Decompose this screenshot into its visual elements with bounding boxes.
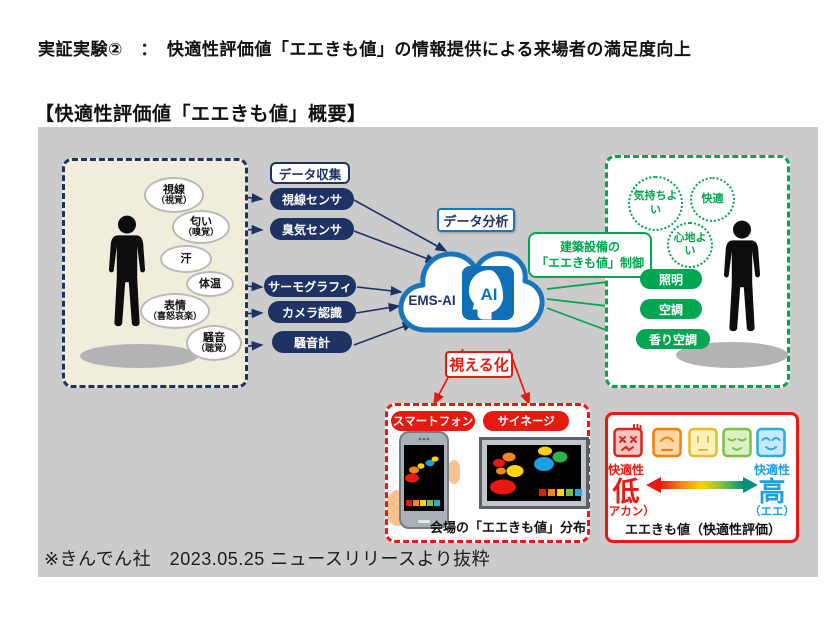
feeling-bubble: 快適 [690, 177, 735, 222]
scale-right-value: 高 [758, 477, 786, 507]
sense-bubble: 騒音 （聴覚） [186, 325, 242, 361]
scale-right-label: 快適性 [753, 463, 790, 477]
face-neutral-icon [688, 427, 718, 458]
comfort-gradient-arrow [646, 477, 758, 493]
visitor-silhouette [108, 215, 146, 327]
data-analysis-header: データ分析 [437, 208, 515, 232]
sense-label: 騒音 [203, 332, 225, 344]
sensor-pill: 臭気センサ [270, 218, 354, 240]
sense-label: 匂い [190, 216, 212, 228]
ai-icon-label: AI [481, 285, 498, 304]
control-target-pill: 照明 [640, 269, 702, 289]
section-heading: 【快適性評価値「エエきも値」概要】 [35, 104, 367, 125]
sense-label: 視線 [163, 184, 185, 196]
slide-title: 実証実験② ： 快適性評価値「エエきも値」の情報提供による来場者の満足度向上 [38, 40, 692, 59]
smartphone-graphic [388, 431, 460, 529]
data-collection-header: データ収集 [270, 162, 350, 184]
scale-right-sub: （エエ） [749, 506, 795, 518]
sensor-pill: 騒音計 [272, 331, 352, 353]
face-angry-icon [613, 424, 643, 458]
sensor-pill: サーモグラフィ [264, 275, 356, 297]
sense-bubble: 汗 [160, 245, 212, 273]
control-target-pill: 空調 [640, 299, 702, 319]
scale-left-label: 快適性 [607, 463, 644, 477]
sense-sub: （嗅覚） [182, 227, 219, 238]
face-comfortable-icon [722, 427, 752, 458]
scale-left-sub: （アカン） [597, 506, 655, 518]
face-very-comfortable-icon [756, 427, 786, 458]
sense-bubble: 匂い （嗅覚） [172, 210, 230, 244]
visitor-shadow [80, 344, 198, 368]
signage-graphic [479, 437, 589, 509]
venue-distribution-caption: 会場の「エエきも値」分布 [430, 520, 587, 535]
ems-ai-cloud: EMS-AI AI [398, 251, 545, 333]
feeling-bubble: 心地よい [667, 222, 713, 268]
sense-bubble: 体温 [186, 271, 234, 297]
control-target-pill: 香り空調 [636, 329, 710, 349]
signage-pill: サイネージ [483, 411, 569, 431]
sense-bubble: 視線 （視覚） [144, 177, 204, 213]
feeling-bubble: 気持ちよい [628, 176, 683, 231]
sense-label: 汗 [180, 252, 192, 265]
sense-sub: （喜怒哀楽） [147, 311, 202, 322]
ai-head-icon: AI [462, 266, 514, 320]
scale-left-value: 低 [612, 477, 640, 507]
building-control-line1: 建築設備の [559, 239, 620, 254]
building-control-box: 建築設備の 「エエきも値」制御 [528, 232, 652, 278]
sensor-pill: カメラ認識 [268, 301, 356, 323]
sense-sub: （聴覚） [195, 343, 232, 354]
visualization-label: 視える化 [445, 351, 513, 378]
smartphone-pill: スマートフォン [391, 411, 475, 431]
sensor-pill: 視線センサ [270, 188, 354, 210]
sense-label: 体温 [199, 277, 221, 290]
building-control-line2: 「エエきも値」制御 [535, 256, 644, 270]
ems-ai-label: EMS-AI [408, 293, 455, 308]
source-footnote: ※きんでん社 2023.05.25 ニュースリリースより抜粋 [44, 549, 491, 569]
comfort-scale-caption: エエきも値（快適性評価） [624, 522, 781, 537]
sense-label: 表情 [164, 300, 186, 312]
sense-bubble: 表情 （喜怒哀楽） [140, 293, 210, 329]
guest-silhouette [723, 220, 761, 332]
sense-sub: （視覚） [155, 195, 192, 206]
face-uncomfortable-icon [652, 427, 682, 458]
